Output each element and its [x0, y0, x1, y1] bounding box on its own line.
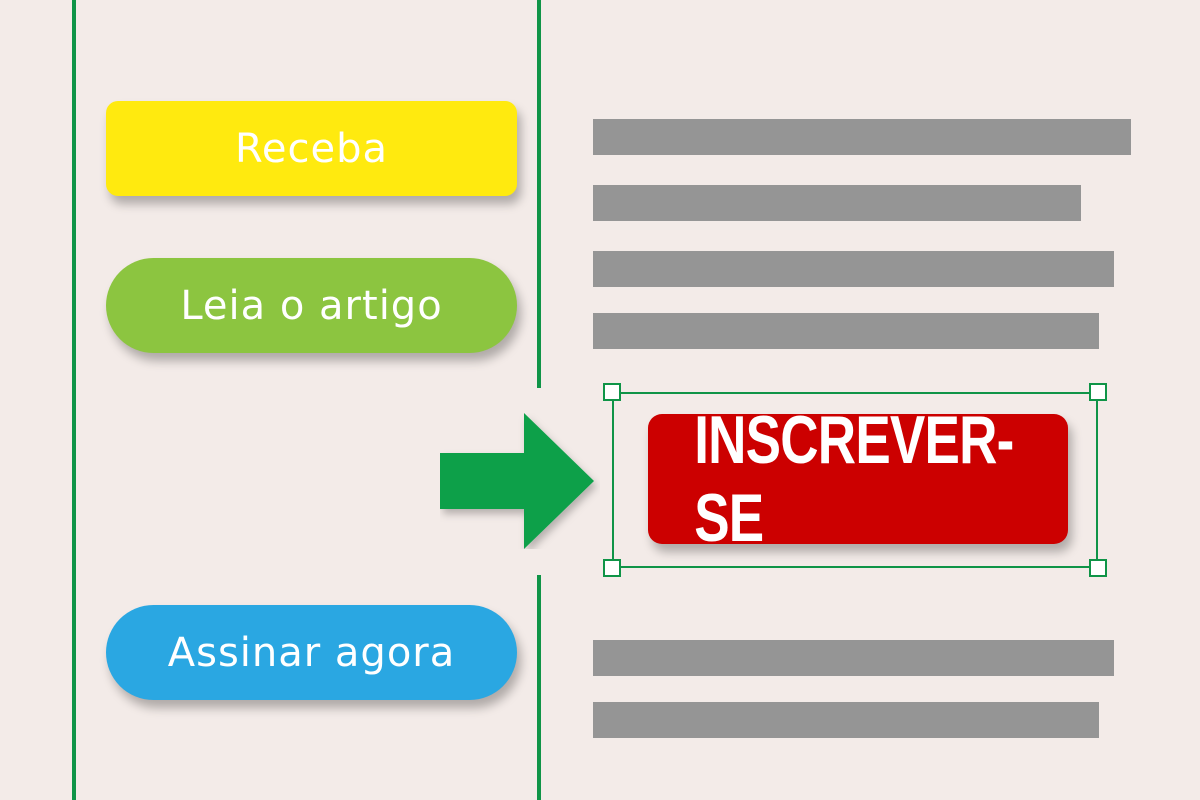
left-border-line [72, 0, 76, 800]
leia-o-artigo-button-label: Leia o artigo [180, 282, 443, 329]
leia-o-artigo-button[interactable]: Leia o artigo [106, 258, 517, 353]
text-placeholder-line [593, 251, 1114, 287]
resize-handle-bottom-left[interactable] [603, 559, 621, 577]
resize-handle-bottom-right[interactable] [1089, 559, 1107, 577]
assinar-agora-button-label: Assinar agora [167, 629, 456, 676]
resize-handle-top-right[interactable] [1089, 383, 1107, 401]
receba-button-label: Receba [234, 125, 389, 172]
selection-frame [612, 392, 1098, 568]
resize-handle-top-left[interactable] [603, 383, 621, 401]
text-placeholder-line [593, 702, 1099, 738]
text-placeholder-line [593, 119, 1131, 155]
divider-line-top [537, 0, 541, 388]
divider-line-bottom [537, 575, 541, 800]
text-placeholder-line [593, 640, 1114, 676]
inscrever-se-button-label: INSCREVER-SE [694, 402, 1014, 556]
receba-button[interactable]: Receba [106, 101, 517, 196]
text-placeholder-line [593, 185, 1081, 221]
assinar-agora-button[interactable]: Assinar agora [106, 605, 517, 700]
text-placeholder-line [593, 313, 1099, 349]
inscrever-se-button[interactable]: INSCREVER-SE [648, 402, 1068, 556]
arrow-right-icon [440, 413, 594, 549]
